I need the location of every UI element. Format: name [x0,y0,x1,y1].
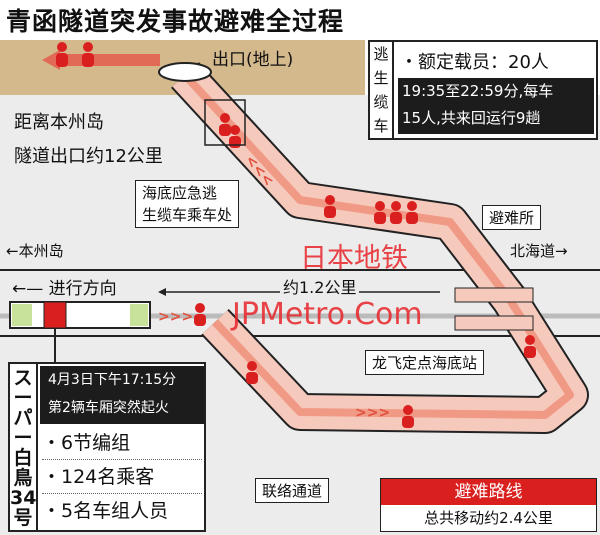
page-title: 青函隧道突发事故避难全过程 [6,7,345,36]
capacity: ・额定载员：20人 [400,52,549,73]
watermark-en: JPMetro.Com [232,297,423,332]
direction-left: ←本州岛 [6,242,64,260]
fact-cars: ・6节编组 [42,426,202,460]
exit-arrow-head [42,50,60,70]
direction-right: 北海道→ [510,242,568,260]
travel-direction: ←— 进行方向 [12,279,117,299]
route-title: 避难路线 [381,479,596,505]
burning-car [43,301,67,329]
station-platform [454,315,534,331]
train [9,301,151,362]
route-total: 总共移动约2.4公里 [424,509,553,527]
person-icon-group [56,42,536,428]
distance-arrow-head [158,288,166,296]
distance-note-1: 距离本州岛 [14,112,104,133]
exit-opening [158,62,212,82]
passage-label: 联络通道 [255,478,330,503]
cable-car [204,99,246,146]
watermark-cn: 日本地铁 [300,243,408,274]
boarding-label: 海底应急逃生缆车乘车处 [135,180,240,228]
fact-passengers: ・124名乘客 [42,460,202,494]
fact-crew: ・5名车组人员 [42,500,169,522]
distance-station: 约1.2公里 [280,279,360,297]
shelter-label: 避难所 [482,205,542,230]
route-legend: 避难路线 总共移动约2.4公里 [380,478,597,532]
svg-text:>>>: >>> [355,405,390,421]
svg-text:>>>: >>> [158,309,193,325]
station-label: 龙飞定点海底站 [365,350,485,375]
station-platform [454,287,534,303]
escape-route-line [182,72,574,419]
distance-note-2: 隧道出口约12公里 [14,146,163,167]
exit-label: 出口(地上) [212,50,294,70]
